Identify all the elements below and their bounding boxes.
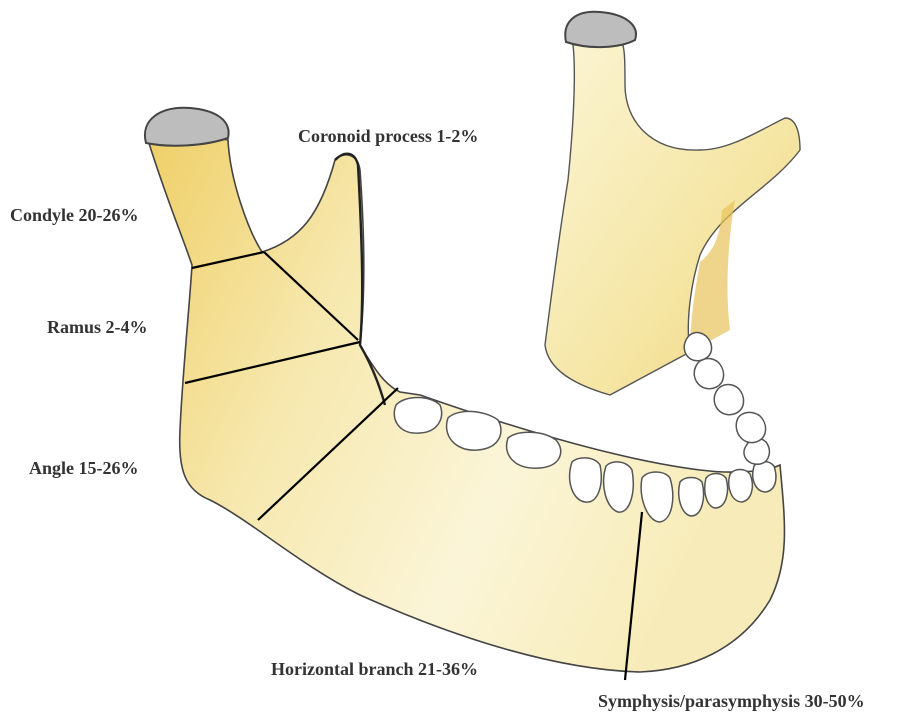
tooth bbox=[729, 470, 753, 503]
left-condyle-cap bbox=[145, 108, 229, 146]
tooth bbox=[714, 385, 743, 415]
label-symphysis: Symphysis/parasymphysis 30-50% bbox=[598, 692, 865, 710]
label-angle: Angle 15-26% bbox=[29, 459, 139, 477]
label-condyle: Condyle 20-26% bbox=[10, 206, 139, 224]
tooth bbox=[570, 458, 602, 502]
right-condyle-cap bbox=[565, 12, 636, 47]
tooth bbox=[736, 412, 765, 442]
tooth bbox=[447, 411, 501, 450]
right-ramus bbox=[545, 38, 800, 395]
tooth bbox=[694, 359, 723, 389]
tooth bbox=[507, 432, 561, 468]
label-horizontal-branch: Horizontal branch 21-36% bbox=[271, 660, 478, 678]
label-ramus: Ramus 2-4% bbox=[47, 318, 148, 336]
tooth bbox=[679, 478, 704, 517]
tooth bbox=[684, 333, 711, 361]
label-coronoid: Coronoid process 1-2% bbox=[298, 127, 478, 145]
tooth bbox=[394, 398, 441, 434]
tooth bbox=[753, 462, 776, 493]
tooth bbox=[705, 474, 728, 509]
